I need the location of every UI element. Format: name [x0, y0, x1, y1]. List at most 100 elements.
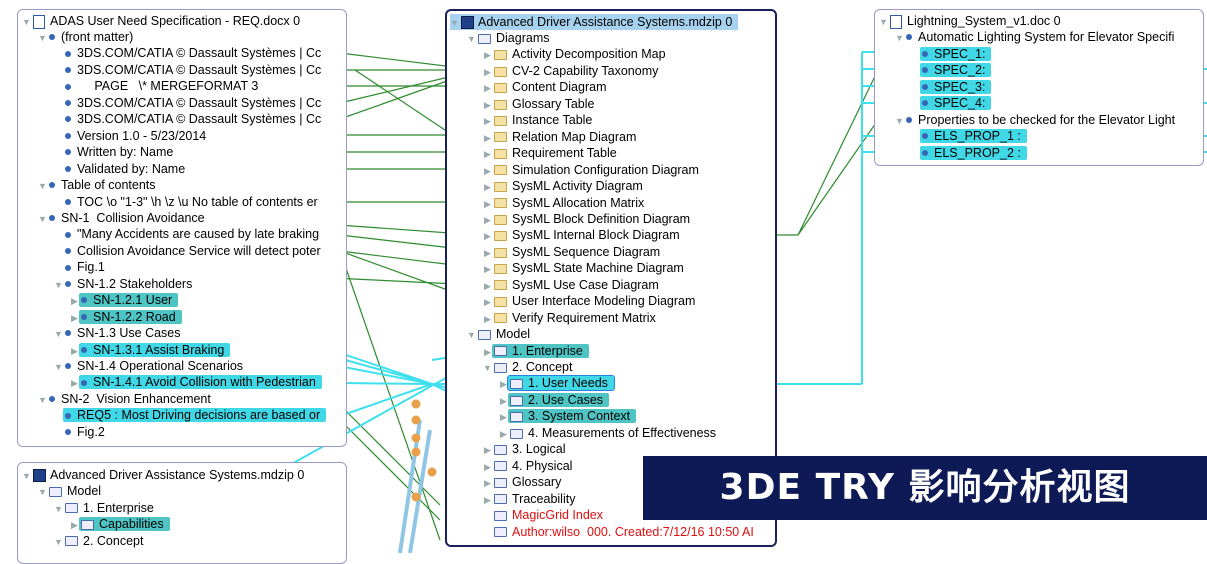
tree-row[interactable]: ▶Content Diagram — [483, 79, 606, 95]
tree-row[interactable]: Fig.1 — [54, 259, 105, 275]
tree-row[interactable]: ▶1. User Needs — [499, 375, 615, 392]
collapse-twisty-icon[interactable]: ▼ — [54, 362, 63, 372]
tree-node[interactable]: SN-1.4 Operational Scenarios — [63, 359, 243, 373]
expand-twisty-icon[interactable]: ▶ — [484, 231, 491, 242]
tree-node[interactable]: SPEC_4: — [920, 96, 992, 110]
expand-twisty-icon[interactable]: ▶ — [484, 280, 491, 291]
tree-row[interactable]: ▶Relation Map Diagram — [483, 129, 636, 145]
tree-node[interactable]: SN-1.2.2 Road — [79, 309, 182, 324]
tree-row[interactable]: SPEC_2: — [911, 62, 992, 78]
tree-node[interactable]: Version 1.0 - 5/23/2014 — [63, 129, 206, 143]
tree-node[interactable]: SN-1.4.1 Avoid Collision with Pedestrian — [79, 375, 322, 390]
left-document-panel[interactable]: ▼ADAS User Need Specification - REQ.docx… — [17, 9, 347, 447]
expand-twisty-icon[interactable]: ▶ — [484, 182, 491, 193]
tree-row[interactable]: 3DS.COM/CATIA © Dassault Systèmes | Cc — [54, 95, 321, 111]
tree-row[interactable]: ▶Glossary — [483, 474, 561, 490]
tree-node[interactable]: Instance Table — [492, 113, 592, 127]
expand-twisty-icon[interactable]: ▶ — [484, 297, 491, 308]
right-document-panel[interactable]: ▼Lightning_System_v1.doc 0 ▼Automatic Li… — [874, 9, 1204, 166]
expand-twisty-icon[interactable]: ▶ — [484, 132, 491, 143]
tree-node[interactable]: 1. Enterprise — [63, 501, 154, 515]
tree-row[interactable]: 3DS.COM/CATIA © Dassault Systèmes | Cc — [54, 111, 321, 127]
tree-node[interactable]: SN-1.3 Use Cases — [63, 326, 181, 340]
tree-node[interactable]: User Interface Modeling Diagram — [492, 294, 695, 308]
tree-node[interactable]: 3. Logical — [492, 442, 566, 456]
tree-row[interactable]: ▶SysML Use Case Diagram — [483, 277, 659, 293]
collapse-twisty-icon[interactable]: ▼ — [54, 279, 63, 290]
expand-twisty-icon[interactable]: ▶ — [484, 494, 491, 505]
tree-node[interactable]: SysML Internal Block Diagram — [492, 228, 680, 242]
collapse-twisty-icon[interactable]: ▼ — [38, 213, 47, 224]
tree-node[interactable]: 3DS.COM/CATIA © Dassault Systèmes | Cc — [63, 63, 321, 77]
tree-row[interactable]: ▶Traceability — [483, 491, 575, 507]
tree-node[interactable]: 4. Physical — [492, 459, 572, 473]
tree-row[interactable]: ▶SysML Internal Block Diagram — [483, 227, 680, 243]
tree-node[interactable]: CV-2 Capability Taxonomy — [492, 64, 658, 78]
tree-node[interactable]: MagicGrid Index — [492, 508, 603, 522]
expand-twisty-icon[interactable]: ▶ — [71, 345, 78, 356]
tree-row[interactable]: Fig.2 — [54, 424, 105, 440]
expand-twisty-icon[interactable]: ▶ — [484, 313, 491, 324]
tree-row[interactable]: ▶Simulation Configuration Diagram — [483, 162, 699, 178]
center-panel-title-row[interactable]: ▼Advanced Driver Assistance Systems.mdzi… — [450, 14, 739, 30]
tree-row[interactable]: 3DS.COM/CATIA © Dassault Systèmes | Cc — [54, 45, 321, 61]
expand-twisty-icon[interactable]: ▶ — [500, 395, 507, 406]
collapse-twisty-icon[interactable]: ▼ — [54, 503, 63, 514]
tree-row[interactable]: ▼Table of contents — [38, 177, 156, 193]
expand-twisty-icon[interactable]: ▶ — [484, 346, 491, 357]
tree-node[interactable]: Model — [47, 484, 101, 498]
tree-row[interactable]: Version 1.0 - 5/23/2014 — [54, 128, 206, 144]
tree-row[interactable]: ▶Activity Decomposition Map — [483, 46, 666, 62]
tree-row[interactable]: REQ5 : Most Driving decisions are based … — [54, 407, 327, 423]
tree-node[interactable]: Fig.1 — [63, 260, 105, 274]
tree-node[interactable]: 4. Measurements of Effectiveness — [508, 426, 716, 440]
tree-node[interactable]: PAGE \* MERGEFORMAT 3 — [63, 79, 258, 93]
tree-node[interactable]: SN-1.3.1 Assist Braking — [79, 342, 231, 357]
tree-row[interactable]: ▼2. Concept — [54, 533, 143, 549]
tree-node[interactable]: ELS_PROP_1 : — [920, 129, 1027, 143]
tree-row[interactable]: MagicGrid Index — [483, 507, 603, 523]
tree-row[interactable]: Written by: Name — [54, 144, 173, 160]
tree-row[interactable]: Author:wilso 000. Created:7/12/16 10:50 … — [483, 524, 754, 540]
expand-twisty-icon[interactable]: ▶ — [484, 445, 491, 456]
tree-row[interactable]: ▼(front matter) — [38, 29, 133, 45]
expand-twisty-icon[interactable]: ▶ — [71, 312, 78, 323]
expand-twisty-icon[interactable]: ▼ — [22, 471, 31, 481]
tree-node[interactable]: SysML Block Definition Diagram — [492, 212, 690, 226]
tree-row[interactable]: 3DS.COM/CATIA © Dassault Systèmes | Cc — [54, 62, 321, 78]
collapse-twisty-icon[interactable]: ▼ — [467, 34, 476, 44]
tree-node[interactable]: Activity Decomposition Map — [492, 47, 666, 61]
tree-row[interactable]: "Many Accidents are caused by late braki… — [54, 226, 319, 242]
tree-node[interactable]: Table of contents — [47, 178, 156, 192]
tree-row[interactable]: ELS_PROP_2 : — [911, 145, 1027, 161]
tree-row[interactable]: ▼2. Concept — [483, 359, 572, 375]
expand-twisty-icon[interactable]: ▶ — [484, 66, 491, 77]
tree-node[interactable]: SysML Allocation Matrix — [492, 196, 644, 210]
collapse-twisty-icon[interactable]: ▼ — [54, 536, 63, 547]
tree-row[interactable]: SPEC_1: — [911, 46, 992, 62]
expand-twisty-icon[interactable]: ▶ — [500, 379, 507, 390]
tree-row[interactable]: ▶SN-1.3.1 Assist Braking — [70, 342, 231, 358]
tree-row[interactable]: TOC \o "1-3" \h \z \u No table of conten… — [54, 194, 318, 210]
tree-node[interactable]: 3DS.COM/CATIA © Dassault Systèmes | Cc — [63, 46, 321, 60]
tree-row[interactable]: ▼SN-1.4 Operational Scenarios — [54, 358, 243, 374]
tree-node[interactable]: Collision Avoidance Service will detect … — [63, 244, 321, 258]
tree-node[interactable]: SysML Use Case Diagram — [492, 278, 659, 292]
tree-node[interactable]: Glossary — [492, 475, 561, 489]
tree-node[interactable]: SPEC_3: — [920, 79, 992, 94]
tree-row[interactable]: ▶SysML Block Definition Diagram — [483, 211, 690, 227]
tree-node[interactable]: 3DS.COM/CATIA © Dassault Systèmes | Cc — [63, 112, 321, 126]
tree-node[interactable]: SN-1.2.1 User — [79, 293, 179, 308]
tree-node[interactable]: Capabilities — [79, 517, 170, 531]
collapse-twisty-icon[interactable]: ▼ — [895, 115, 904, 126]
tree-row[interactable]: ▶SysML Sequence Diagram — [483, 244, 660, 260]
tree-row[interactable]: ▼SN-1 Collision Avoidance — [38, 210, 205, 226]
expand-twisty-icon[interactable]: ▶ — [484, 165, 491, 176]
tree-node[interactable]: SPEC_2: — [920, 63, 992, 77]
collapse-twisty-icon[interactable]: ▼ — [38, 33, 47, 43]
expand-twisty-icon[interactable]: ▶ — [484, 214, 491, 225]
tree-node[interactable]: Requirement Table — [492, 146, 617, 160]
tree-row[interactable]: ▼SN-1.3 Use Cases — [54, 325, 181, 341]
tree-node[interactable]: Glossary Table — [492, 97, 594, 111]
tree-node[interactable]: Properties to be checked for the Elevato… — [904, 113, 1175, 127]
